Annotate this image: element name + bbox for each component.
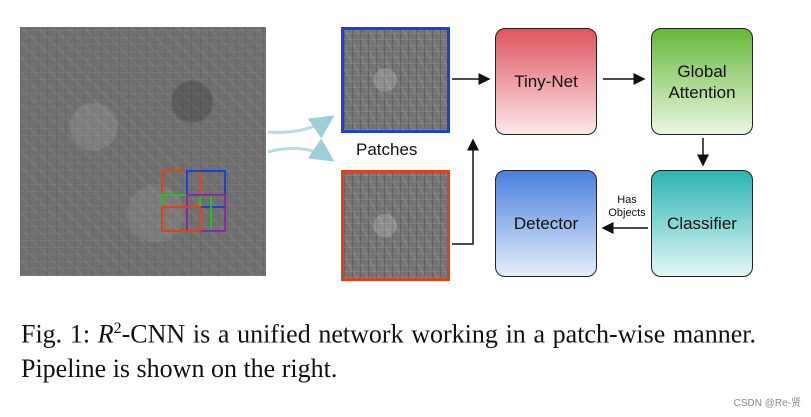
satellite-image — [20, 27, 266, 276]
tinynet-label: Tiny-Net — [514, 72, 578, 91]
curved-arrow-bottom — [267, 138, 335, 162]
has-objects-line2: Objects — [608, 207, 646, 219]
detector-block: Detector — [495, 170, 597, 277]
global-attention-line2: Attention — [668, 82, 736, 102]
arrow-bottom-patch-up — [452, 138, 479, 245]
has-objects-label: Has Objects — [602, 194, 652, 220]
patch-image-red — [341, 170, 450, 281]
grid-patch-purple — [186, 194, 226, 232]
caption-symbol: R — [97, 319, 114, 349]
caption-superscript: 2 — [113, 320, 122, 337]
classifier-block: Classifier — [651, 170, 753, 277]
global-attention-line1: Global — [677, 61, 727, 81]
patches-label: Patches — [356, 140, 418, 159]
global-attention-block: Global Attention — [651, 28, 753, 135]
tinynet-block: Tiny-Net — [495, 28, 597, 135]
detector-label: Detector — [513, 214, 579, 233]
patch-image-blue — [341, 27, 450, 133]
classifier-label: Classifier — [667, 214, 737, 233]
global-attention-label: Global Attention — [668, 61, 735, 103]
caption-text: -CNN is a unified network working in a p… — [21, 319, 756, 383]
grid-patch-blue — [186, 170, 226, 208]
grid-patch-red-lower — [161, 206, 201, 232]
curved-arrow-top — [267, 115, 335, 139]
figure-caption: Fig. 1: R2-CNN is a unified network work… — [21, 312, 756, 386]
caption-fig-label: Fig. 1: — [21, 319, 91, 349]
has-objects-line1: Has — [617, 194, 637, 206]
watermark: CSDN @Re-贤 — [733, 398, 801, 409]
